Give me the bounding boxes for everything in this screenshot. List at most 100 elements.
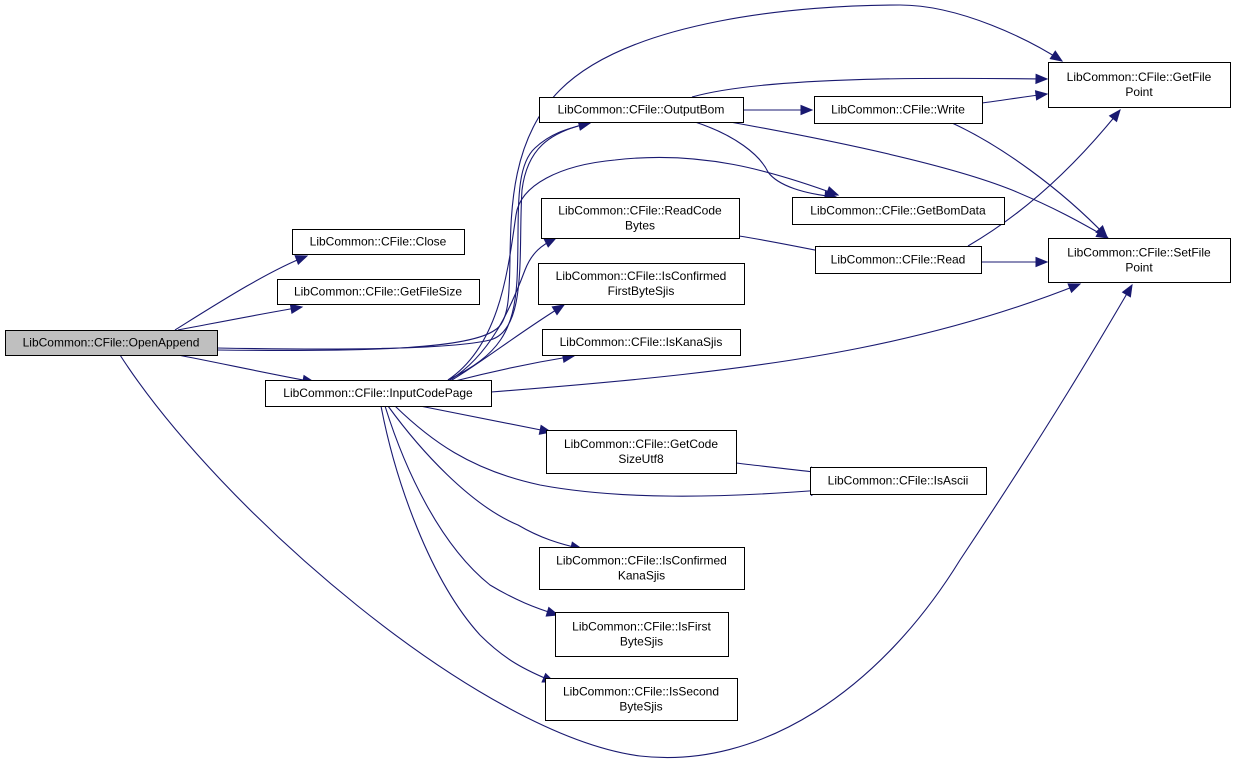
node-box bbox=[277, 279, 480, 305]
edge-line bbox=[454, 355, 575, 382]
node-box bbox=[815, 246, 982, 274]
node-label: LibCommon::CFile::ReadCode bbox=[558, 204, 722, 218]
node-label: ByteSjis bbox=[619, 700, 662, 714]
edge-write-to-getfilepoint bbox=[981, 90, 1049, 104]
edge-inputcodepage-to-getcodesizeutf8 bbox=[419, 405, 553, 435]
node-box bbox=[546, 430, 737, 474]
node-label: ByteSjis bbox=[620, 635, 663, 649]
edge-inputcodepage-to-readcodebytes bbox=[449, 237, 558, 381]
arrowhead-icon bbox=[800, 104, 814, 116]
node-box bbox=[539, 97, 744, 123]
edge-getcodesizeutf8-to-isascii bbox=[735, 462, 824, 477]
arrowhead-icon bbox=[1034, 90, 1049, 101]
edge-inputcodepage-to-setfilepoint bbox=[490, 283, 1082, 393]
edge-line bbox=[216, 4, 1063, 352]
edge-openappend-to-getfilepoint bbox=[216, 4, 1064, 352]
edge-line bbox=[216, 122, 591, 350]
node-openappend[interactable]: LibCommon::CFile::OpenAppend bbox=[5, 330, 218, 356]
node-outputbom[interactable]: LibCommon::CFile::OutputBom bbox=[539, 97, 744, 123]
node-label: LibCommon::CFile::GetFile bbox=[1067, 70, 1212, 84]
edge-write-to-setfilepoint bbox=[951, 122, 1108, 238]
edge-line bbox=[451, 304, 565, 381]
edge-openappend-to-setfilepoint bbox=[119, 283, 1133, 759]
edge-line bbox=[729, 121, 1109, 239]
arrowhead-icon bbox=[551, 304, 566, 316]
edge-line bbox=[177, 306, 303, 331]
node-label: SizeUtf8 bbox=[618, 452, 664, 466]
node-label: LibCommon::CFile::OpenAppend bbox=[23, 336, 200, 350]
edge-inputcodepage-to-isconfirmedfirstbytesjis bbox=[451, 304, 566, 381]
edge-line bbox=[447, 156, 839, 381]
node-box bbox=[1048, 62, 1231, 108]
arrowhead-icon bbox=[1095, 225, 1108, 238]
edge-line bbox=[447, 122, 591, 381]
edge-read-to-setfilepoint bbox=[981, 256, 1049, 268]
edge-line bbox=[384, 405, 559, 616]
node-label: LibCommon::CFile::SetFile bbox=[1067, 246, 1211, 260]
node-label: FirstByteSjis bbox=[608, 284, 675, 298]
edge-outputbom-to-getfilepoint bbox=[691, 73, 1049, 98]
nodes-layer: LibCommon::CFile::OpenAppendLibCommon::C… bbox=[5, 62, 1231, 721]
node-isascii[interactable]: LibCommon::CFile::IsAscii bbox=[810, 467, 987, 495]
edge-line bbox=[449, 237, 557, 381]
node-box bbox=[539, 547, 745, 590]
node-label: LibCommon::CFile::IsFirst bbox=[572, 620, 711, 634]
node-box bbox=[555, 612, 729, 657]
edge-line bbox=[951, 122, 1108, 238]
edge-line bbox=[490, 283, 1081, 393]
node-label: LibCommon::CFile::IsConfirmed bbox=[556, 554, 727, 568]
node-label: LibCommon::CFile::IsKanaSjis bbox=[560, 335, 723, 349]
edge-line bbox=[691, 77, 1048, 98]
node-label: LibCommon::CFile::Write bbox=[831, 103, 965, 117]
node-write[interactable]: LibCommon::CFile::Write bbox=[814, 96, 983, 124]
node-label: LibCommon::CFile::GetBomData bbox=[810, 204, 986, 218]
node-close[interactable]: LibCommon::CFile::Close bbox=[292, 229, 465, 255]
node-label: LibCommon::CFile::OutputBom bbox=[558, 103, 725, 117]
node-box bbox=[542, 329, 741, 356]
node-label: LibCommon::CFile::Close bbox=[310, 235, 447, 249]
edge-line bbox=[735, 462, 823, 474]
arrowhead-icon bbox=[289, 303, 304, 315]
edge-line bbox=[394, 405, 823, 497]
edge-line bbox=[380, 405, 555, 683]
node-getbomdata[interactable]: LibCommon::CFile::GetBomData bbox=[792, 197, 1005, 225]
node-box bbox=[545, 678, 738, 721]
node-getfilesize[interactable]: LibCommon::CFile::GetFileSize bbox=[277, 279, 480, 305]
node-inputcodepage[interactable]: LibCommon::CFile::InputCodePage bbox=[265, 380, 492, 407]
node-box bbox=[792, 197, 1005, 225]
arrowhead-icon bbox=[1035, 256, 1049, 268]
arrowhead-icon bbox=[1108, 108, 1121, 123]
node-read[interactable]: LibCommon::CFile::Read bbox=[815, 246, 982, 274]
node-box bbox=[541, 198, 740, 239]
node-label: Point bbox=[1125, 261, 1153, 275]
node-isconfirmedfirstbytesjis[interactable]: LibCommon::CFile::IsConfirmedFirstByteSj… bbox=[538, 263, 745, 305]
node-label: LibCommon::CFile::GetCode bbox=[564, 437, 718, 451]
node-label: LibCommon::CFile::IsAscii bbox=[828, 474, 969, 488]
node-label: KanaSjis bbox=[618, 569, 665, 583]
node-box bbox=[292, 229, 465, 255]
node-label: Point bbox=[1125, 85, 1153, 99]
arrowhead-icon bbox=[1067, 283, 1082, 294]
node-box bbox=[814, 96, 983, 124]
arrowhead-icon bbox=[543, 237, 558, 248]
edge-openappend-to-getfilesize bbox=[177, 303, 304, 331]
node-iskanasjis[interactable]: LibCommon::CFile::IsKanaSjis bbox=[542, 329, 741, 356]
node-label: LibCommon::CFile::GetFileSize bbox=[294, 285, 462, 299]
edge-line bbox=[419, 405, 552, 433]
arrowhead-icon bbox=[1121, 283, 1133, 298]
node-label: LibCommon::CFile::IsSecond bbox=[563, 685, 719, 699]
edge-line bbox=[119, 284, 1133, 759]
edge-line bbox=[387, 405, 583, 550]
edge-openappend-to-close bbox=[174, 255, 309, 331]
node-label: LibCommon::CFile::IsConfirmed bbox=[556, 269, 727, 283]
node-box bbox=[538, 263, 745, 305]
arrowhead-icon bbox=[294, 255, 309, 265]
